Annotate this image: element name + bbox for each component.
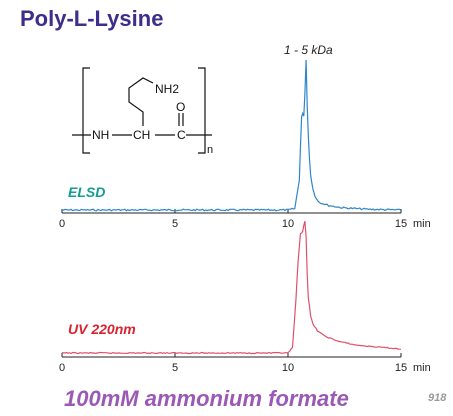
elsd-chromatogram: ELSD 1 - 5 kDa 0 5 10 15 min [59, 43, 431, 230]
x-tick-label-15: 15 [395, 362, 407, 374]
x-tick-label-10: 10 [282, 362, 294, 374]
mobile-phase-caption: 100mM ammonium formate [64, 386, 349, 411]
trace-line-elsd [61, 59, 402, 212]
x-tick-label-5: 5 [172, 218, 178, 230]
left-bracket [82, 67, 90, 154]
elsd-trace-label: ELSD [68, 184, 105, 200]
trace-line-uv [61, 221, 402, 355]
polylysine-structure: NH CH C O NH2 n [72, 67, 213, 156]
figure-code: 918 [428, 392, 447, 404]
x-tick-label-15: 15 [395, 218, 407, 230]
carbonyl-o-label: O [176, 100, 185, 114]
x-tick-label-0: 0 [59, 362, 65, 374]
uv-chromatogram: UV 220nm 0 5 10 15 min [59, 221, 431, 374]
side-chain-bonds [128, 77, 154, 126]
x-axis-unit: min [413, 218, 431, 230]
backbone-ch-label: CH [133, 128, 150, 142]
page-title: Poly-L-Lysine [20, 6, 164, 31]
backbone-nh-label: NH [92, 128, 109, 142]
x-tick-label-0: 0 [59, 218, 65, 230]
x-axis-unit: min [413, 362, 431, 374]
x-tick-label-5: 5 [172, 362, 178, 374]
x-tick-label-10: 10 [282, 218, 294, 230]
uv-trace-label: UV 220nm [68, 321, 136, 337]
repeat-subscript: n [207, 144, 213, 156]
carbonyl-c-label: C [177, 128, 186, 142]
peak-annotation: 1 - 5 kDa [284, 43, 333, 57]
side-chain-nh2-label: NH2 [155, 82, 179, 96]
right-bracket [198, 67, 206, 154]
